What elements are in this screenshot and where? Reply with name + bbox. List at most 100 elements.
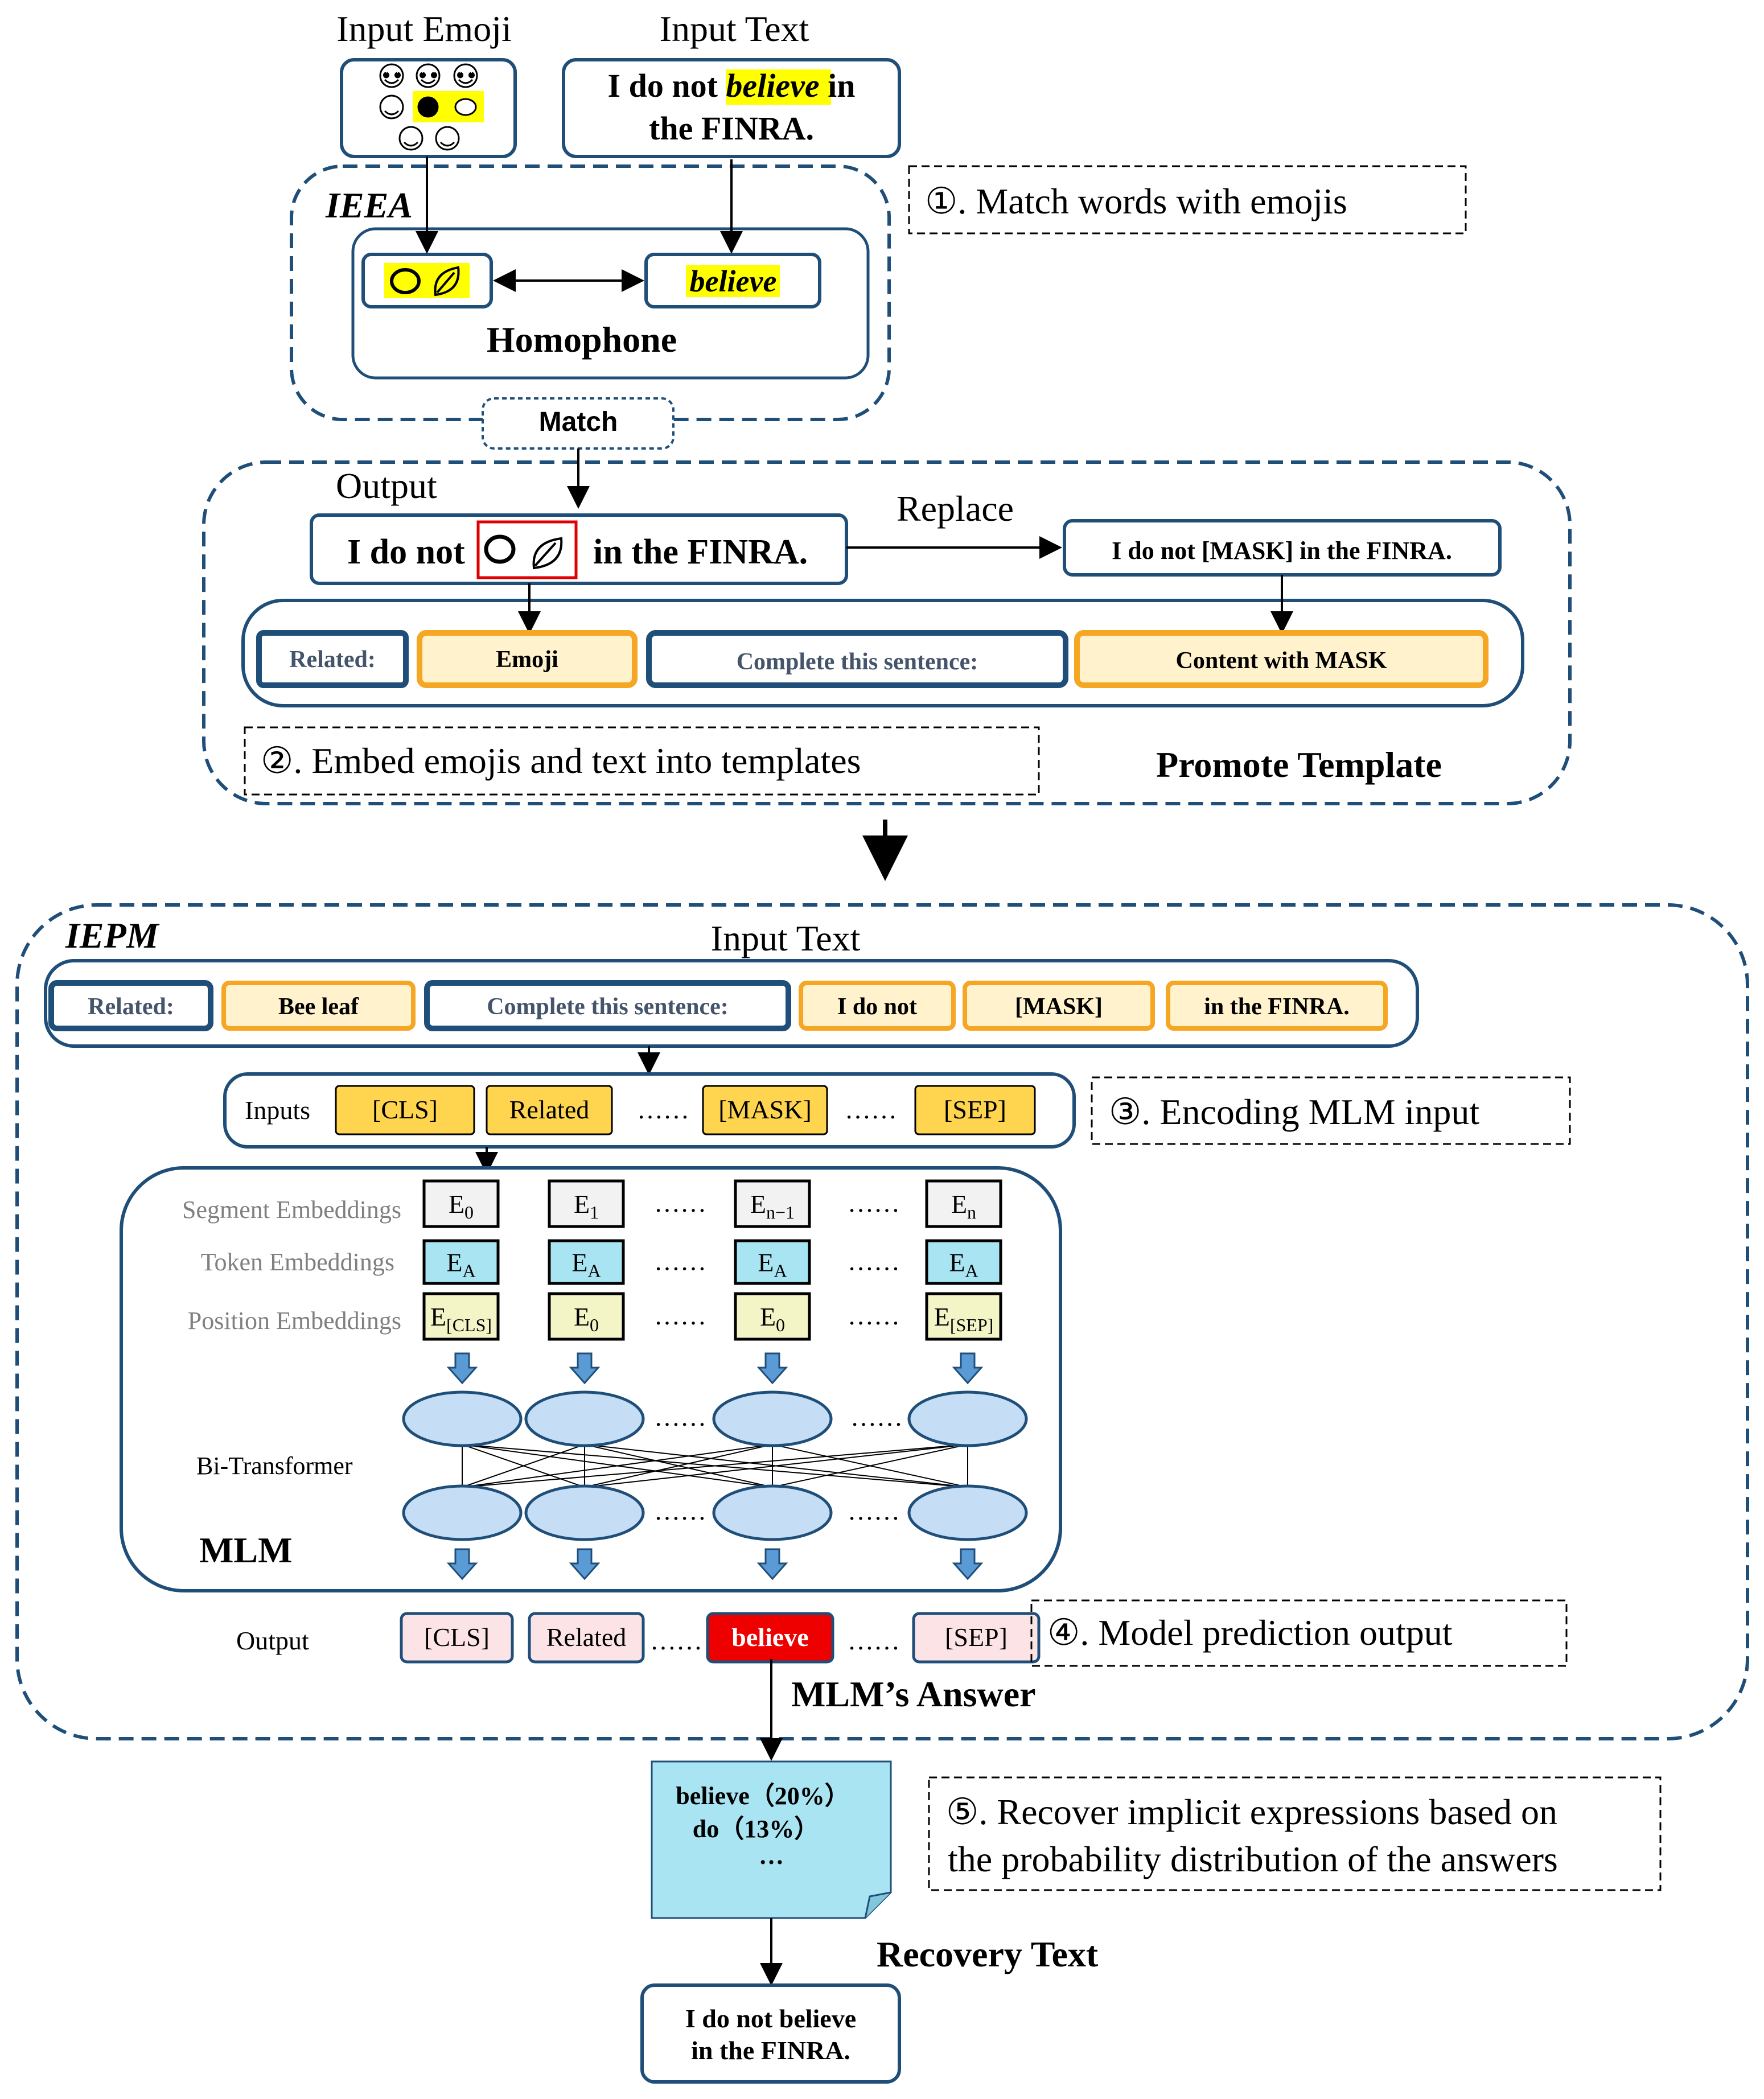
- input-text-label: Input Text: [660, 9, 809, 49]
- step5-line2: the probability distribution of the answ…: [948, 1839, 1558, 1879]
- output-token-label: [CLS]: [424, 1623, 490, 1652]
- svg-text:Related:: Related:: [289, 647, 376, 673]
- svg-text:EA: EA: [758, 1248, 787, 1281]
- bee-icon: [484, 534, 516, 564]
- input-text-post: in: [820, 67, 856, 104]
- down-arrow-icon: [756, 1352, 788, 1385]
- step1-label: ①. Match words with emojis: [925, 181, 1347, 221]
- bi-transformer-label: Bi-Transformer: [196, 1452, 353, 1480]
- step3-label: ③. Encoding MLM input: [1109, 1092, 1479, 1132]
- svg-text:E0: E0: [574, 1302, 599, 1335]
- output-token: believe: [706, 1612, 834, 1664]
- embedding-cell: En: [925, 1179, 1002, 1228]
- ellipsis: ……: [848, 1301, 900, 1330]
- bee-icon: [390, 268, 421, 294]
- transformer-node: [524, 1390, 645, 1447]
- input-token: Related: [486, 1085, 613, 1135]
- embedding-cell: EA: [734, 1239, 811, 1285]
- ellipsis: ……: [848, 1188, 900, 1217]
- ellipsis: ……: [848, 1247, 900, 1276]
- emoji-highlight-frame: [476, 520, 578, 579]
- ellipsis: ……: [850, 1402, 903, 1431]
- svg-text:E1: E1: [574, 1190, 599, 1223]
- step4-frame: [1030, 1599, 1568, 1667]
- homophone-label: Homophone: [487, 319, 677, 360]
- svg-text:I do not: I do not: [347, 533, 465, 571]
- iepm-slot-label: in the FINRA.: [1204, 994, 1350, 1020]
- down-arrow-icon: [446, 1352, 478, 1385]
- template-title: Promote Template: [1156, 744, 1442, 785]
- down-arrow-icon: [446, 1548, 478, 1581]
- iepm-container: [15, 903, 1749, 1740]
- position-embeddings-label: Position Embeddings: [188, 1307, 401, 1335]
- probability-note: believe（20%） do（13%） …: [651, 1760, 892, 1919]
- ellipsis: ……: [637, 1095, 689, 1124]
- input-text-pre: I do not: [608, 67, 726, 104]
- transformer-node: [402, 1390, 523, 1447]
- output-token-label: [SEP]: [945, 1623, 1008, 1652]
- input-token: [MASK]: [702, 1085, 828, 1135]
- leaf-icon: [434, 266, 460, 297]
- iepm-slot: [MASK]: [963, 981, 1155, 1031]
- iepm-slot: in the FINRA.: [1166, 981, 1388, 1031]
- output-sentence-box: I do not in the FINRA.: [310, 513, 848, 585]
- step3-frame: [1091, 1076, 1571, 1145]
- embedding-cell: E[SEP]: [925, 1292, 1002, 1341]
- output-token: Related: [528, 1612, 645, 1664]
- iepm-slot: I do not: [799, 981, 956, 1031]
- down-arrow-icon: [569, 1548, 601, 1581]
- template-container: [202, 460, 1572, 805]
- svg-text:I do not [MASK] in the FINRA.: I do not [MASK] in the FINRA.: [1112, 537, 1452, 565]
- svg-text:En−1: En−1: [750, 1190, 795, 1223]
- transformer-node: [907, 1484, 1028, 1541]
- step4-label: ④. Model prediction output: [1047, 1612, 1453, 1653]
- input-token-label: Related: [509, 1095, 590, 1124]
- svg-text:EA: EA: [949, 1248, 978, 1281]
- iepm-input-text-label: Input Text: [711, 918, 861, 958]
- ellipsis: ……: [654, 1247, 706, 1276]
- svg-text:Content with MASK: Content with MASK: [1175, 648, 1387, 674]
- transformer-node: [907, 1390, 1028, 1447]
- ellipsis: ……: [654, 1402, 706, 1431]
- ellipsis: ……: [654, 1188, 706, 1217]
- embedding-cell: E1: [548, 1179, 625, 1228]
- ellipsis: ……: [654, 1301, 706, 1330]
- replace-label: Replace: [897, 488, 1014, 529]
- svg-text:EA: EA: [571, 1248, 601, 1281]
- match-label: Match: [539, 407, 618, 437]
- input-token-label: [MASK]: [718, 1095, 812, 1124]
- iepm-slot-label: Bee leaf: [278, 994, 359, 1020]
- step2-label: ②. Embed emojis and text into templates: [261, 740, 861, 781]
- down-arrow-icon: [569, 1352, 601, 1385]
- input-text-line2: the FINRA.: [649, 110, 814, 147]
- transformer-node: [402, 1484, 523, 1541]
- iepm-slot-label: I do not: [837, 994, 917, 1020]
- slot-emoji: Emoji: [417, 630, 638, 688]
- iepm-slot-label: Related:: [88, 994, 174, 1020]
- svg-text:believe（20%）: believe（20%）: [676, 1782, 850, 1810]
- svg-text:E0: E0: [760, 1302, 785, 1335]
- step5-frame: [928, 1776, 1662, 1891]
- embedding-cell: EA: [548, 1239, 625, 1285]
- svg-text:I do not believe in: I do not believe in: [608, 67, 856, 104]
- step2-frame: [244, 726, 1040, 796]
- down-arrow-icon: [756, 1548, 788, 1581]
- bee-leaf-box: [361, 253, 493, 308]
- embedding-cell: EA: [925, 1239, 1002, 1285]
- embedding-cell: E0: [734, 1292, 811, 1341]
- slot-content-mask: Content with MASK: [1074, 630, 1488, 688]
- svg-text:Complete this sentence:: Complete this sentence:: [737, 649, 978, 675]
- mlm-label: MLM: [199, 1530, 293, 1570]
- output-token-label: believe: [731, 1623, 808, 1652]
- text-input-box: I do not believe in the FINRA.: [562, 58, 901, 158]
- svg-text:E0: E0: [449, 1190, 474, 1223]
- svg-text:E[CLS]: E[CLS]: [430, 1302, 492, 1335]
- svg-text:in the FINRA.: in the FINRA.: [593, 533, 808, 571]
- inputs-label: Inputs: [245, 1096, 310, 1125]
- slot-related: Related:: [256, 630, 409, 688]
- svg-text:in the FINRA.: in the FINRA.: [691, 2036, 850, 2065]
- recovery-text-box: I do not believe in the FINRA.: [640, 1983, 901, 2084]
- emoji-grid-icon: [379, 63, 484, 151]
- svg-text:…: …: [759, 1842, 784, 1870]
- svg-text:do（13%）: do（13%）: [693, 1815, 819, 1843]
